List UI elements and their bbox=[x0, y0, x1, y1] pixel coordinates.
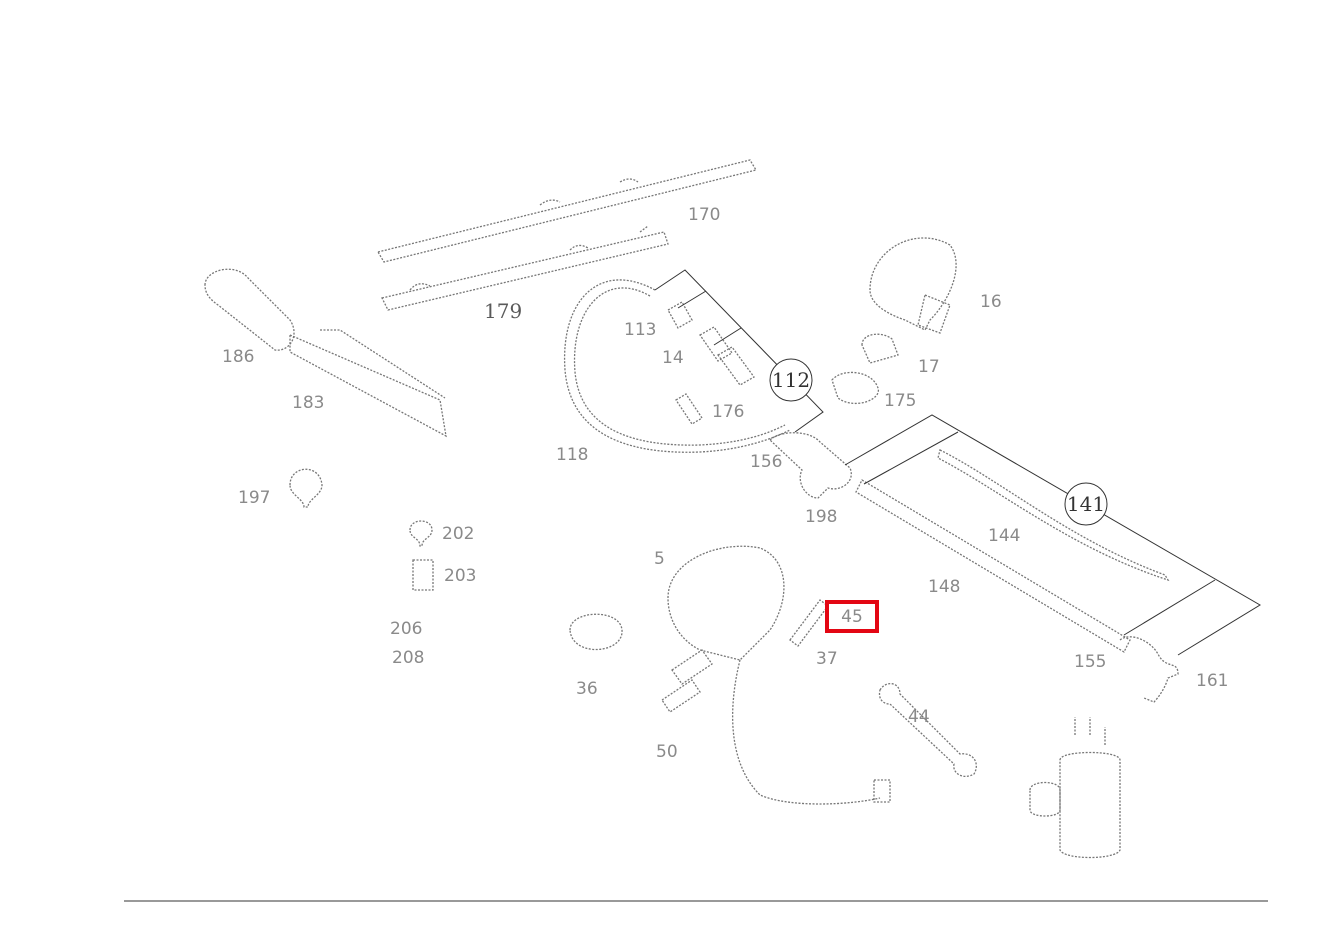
label-161: 161 bbox=[1196, 671, 1228, 691]
label-176: 176 bbox=[712, 402, 744, 422]
label-198: 198 bbox=[805, 507, 837, 527]
label-50: 50 bbox=[656, 742, 678, 762]
label-37: 37 bbox=[816, 649, 838, 669]
label-5: 5 bbox=[654, 549, 665, 569]
circled-number-112: 112 bbox=[769, 358, 813, 402]
circled-number-141: 141 bbox=[1064, 482, 1108, 526]
label-170: 170 bbox=[688, 205, 720, 225]
label-155: 155 bbox=[1074, 652, 1106, 672]
label-148: 148 bbox=[928, 577, 960, 597]
part-rail-lower bbox=[381, 225, 669, 311]
part-rail-upper bbox=[376, 159, 758, 263]
label-202: 202 bbox=[442, 524, 474, 544]
highlighted-part-45[interactable]: 45 bbox=[825, 600, 879, 633]
part-top-right-assembly bbox=[831, 237, 957, 404]
label-17: 17 bbox=[918, 357, 940, 377]
label-113: 113 bbox=[624, 320, 656, 340]
part-wrench bbox=[878, 683, 977, 778]
part-canister bbox=[1029, 717, 1121, 859]
label-16: 16 bbox=[980, 292, 1002, 312]
part-valve bbox=[769, 432, 852, 499]
label-14: 14 bbox=[662, 348, 684, 368]
label-197: 197 bbox=[238, 488, 270, 508]
part-long-pipe bbox=[855, 449, 1179, 703]
part-left-small-parts bbox=[289, 468, 434, 591]
label-175: 175 bbox=[884, 391, 916, 411]
svg-text:112: 112 bbox=[772, 368, 810, 392]
part-pump-assembly bbox=[569, 545, 891, 805]
label-118: 118 bbox=[556, 445, 588, 465]
part-left-handle bbox=[204, 268, 447, 438]
label-203: 203 bbox=[444, 566, 476, 586]
leader-lines-112 bbox=[654, 269, 824, 433]
label-206: 206 bbox=[390, 619, 422, 639]
label-44: 44 bbox=[908, 707, 930, 727]
part-hose-loop bbox=[563, 279, 791, 453]
label-156: 156 bbox=[750, 452, 782, 472]
label-183: 183 bbox=[292, 393, 324, 413]
label-36: 36 bbox=[576, 679, 598, 699]
label-208: 208 bbox=[392, 648, 424, 668]
label-179: 179 bbox=[484, 299, 522, 323]
label-186: 186 bbox=[222, 347, 254, 367]
label-45: 45 bbox=[841, 607, 863, 627]
part-fittings-cluster bbox=[667, 301, 755, 425]
label-144: 144 bbox=[988, 526, 1020, 546]
svg-text:141: 141 bbox=[1067, 492, 1105, 516]
leader-lines-141 bbox=[844, 414, 1261, 656]
